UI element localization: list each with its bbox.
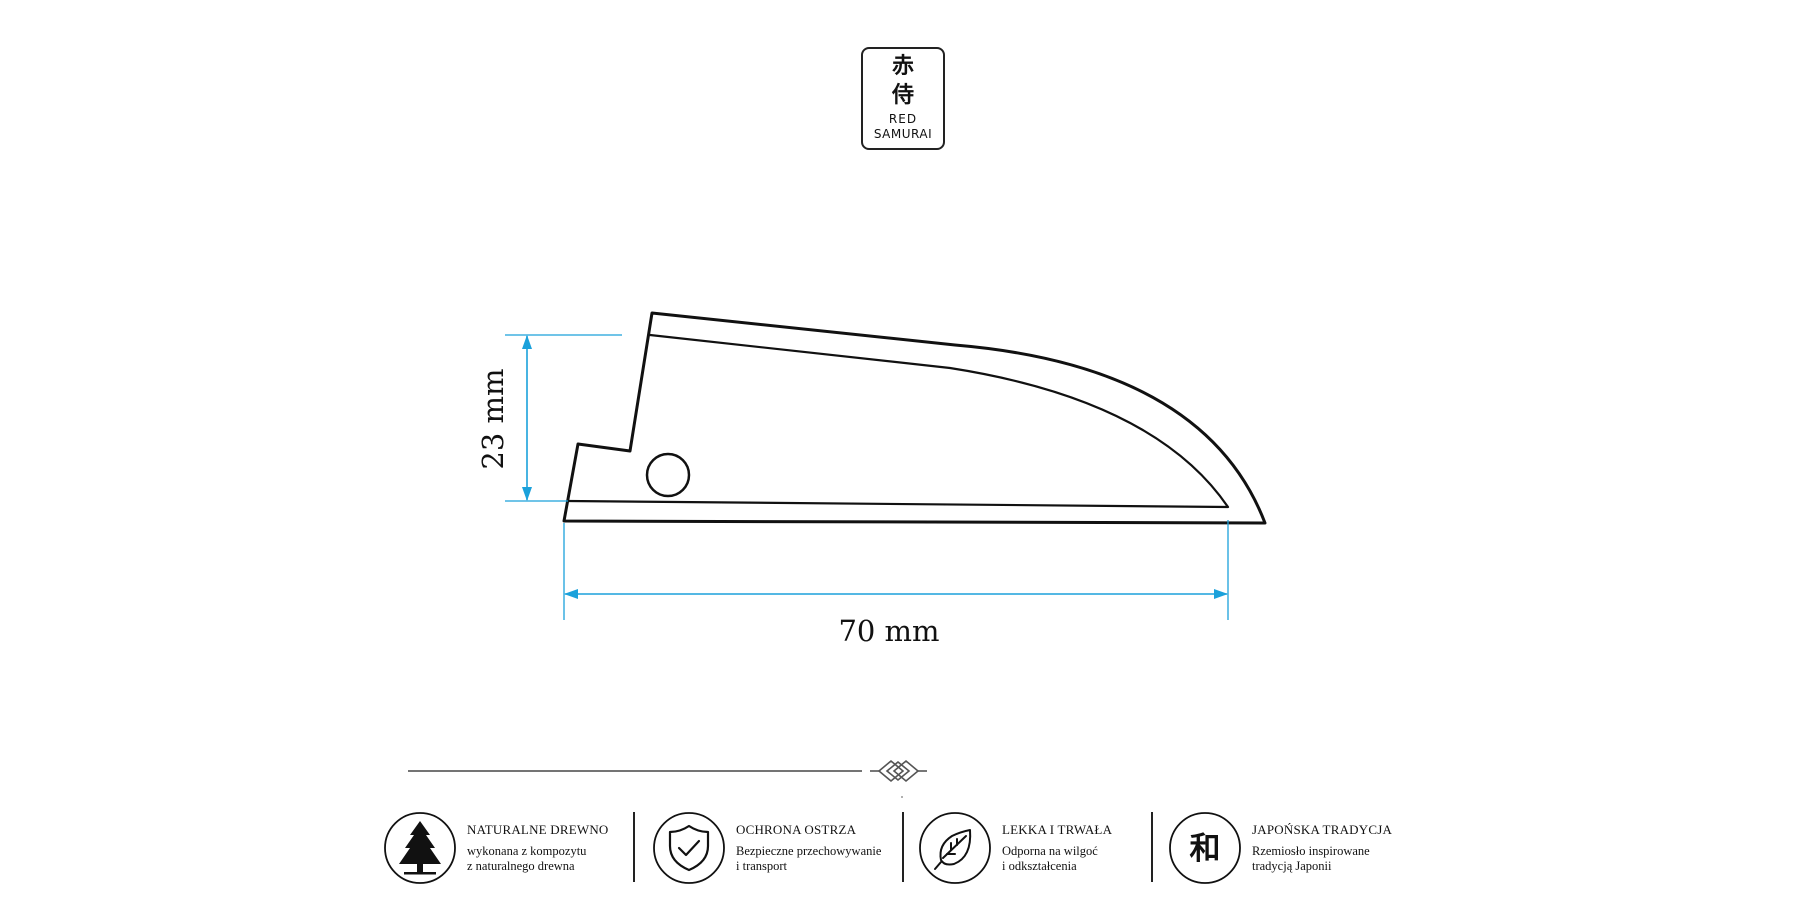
logo-kanji-top: 赤 [892, 53, 914, 79]
feature-light-durable: LEKKA I TRWAŁA Odporna na wilgoć i odksz… [919, 812, 1113, 884]
feature-dividers [633, 812, 1153, 882]
knot-ornament-icon [870, 759, 927, 783]
length-label: 70 mm [838, 614, 939, 648]
logo-line2: SAMURAI [874, 127, 932, 141]
sheath-inner-line [566, 333, 1230, 509]
feature-japanese-tradition: 和 JAPOŃSKA TRADYCJA Rzemiosło inspirowan… [1169, 812, 1392, 884]
feature-desc-line1: Rzemiosło inspirowane [1252, 844, 1370, 858]
feature-title: OCHRONA OSTRZA [736, 822, 857, 837]
feature-desc-line2: i transport [736, 859, 788, 873]
feature-natural-wood: NATURALNE DREWNO wykonana z kompozytu z … [384, 812, 609, 884]
feature-icon-circle [653, 812, 725, 884]
brand-logo: 赤 侍 RED SAMURAI [861, 47, 945, 150]
logo-kanji-bottom: 侍 [891, 82, 914, 108]
feature-desc-line1: Bezpieczne przechowywanie [736, 844, 882, 858]
tree-icon [399, 821, 441, 875]
wa-kanji-icon: 和 [1190, 831, 1221, 867]
feature-desc-line1: Odporna na wilgoć [1002, 844, 1098, 858]
feature-icon-circle [1169, 812, 1241, 884]
feature-desc-line2: i odkształcenia [1002, 859, 1077, 873]
shield-check-icon [668, 824, 710, 872]
height-dimension [505, 334, 622, 502]
leaf-icon [934, 829, 972, 870]
sheath-outer-shape [562, 311, 1267, 525]
sheath-rivet-hole [645, 452, 691, 498]
feature-title: NATURALNE DREWNO [467, 822, 609, 837]
feature-desc-line1: wykonana z kompozytu [467, 844, 587, 858]
length-dimension [563, 520, 1229, 620]
feature-title: JAPOŃSKA TRADYCJA [1252, 822, 1392, 837]
feature-desc-line2: z naturalnego drewna [467, 859, 575, 873]
feature-icon-circle [919, 812, 991, 884]
logo-line1: RED [889, 112, 917, 126]
feature-blade-protection: OCHRONA OSTRZA Bezpieczne przechowywanie… [653, 812, 882, 884]
height-label: 23 mm [476, 368, 510, 469]
sheath-outline [562, 311, 1267, 525]
ornament-dot [901, 796, 903, 798]
feature-desc-line2: tradycją Japonii [1252, 859, 1332, 873]
feature-title: LEKKA I TRWAŁA [1002, 822, 1113, 837]
